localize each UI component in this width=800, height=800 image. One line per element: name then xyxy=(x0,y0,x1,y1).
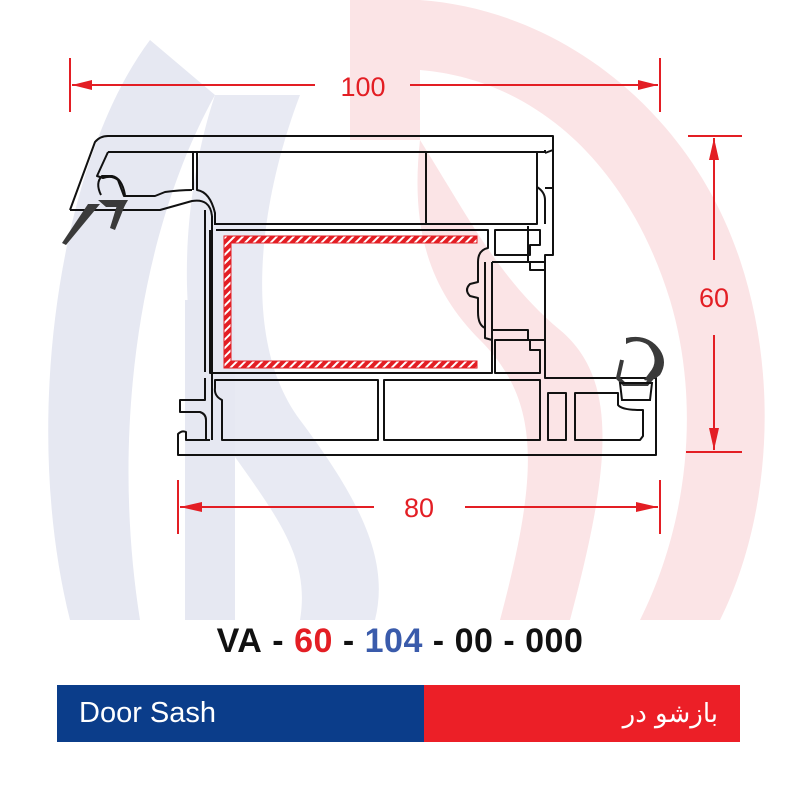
code-separator: - xyxy=(332,622,365,660)
dimension-label-80: 80 xyxy=(404,493,434,523)
dimension-width-100 xyxy=(69,58,661,112)
code-color: 000 xyxy=(525,622,584,660)
code-separator: - xyxy=(493,622,526,660)
title-bar-persian: بازشو در xyxy=(424,685,740,742)
gasket-right xyxy=(615,336,664,401)
code-separator: - xyxy=(422,622,455,660)
title-bar-english: Door Sash xyxy=(57,685,424,742)
code-profile-number: 104 xyxy=(364,622,423,660)
code-variant: 00 xyxy=(454,622,494,660)
dimension-width-80 xyxy=(177,480,661,534)
title-english: Door Sash xyxy=(79,697,217,729)
title-persian: بازشو در xyxy=(622,698,718,729)
dimension-label-100: 100 xyxy=(340,72,385,102)
code-series: VA xyxy=(216,622,263,660)
code-separator: - xyxy=(262,622,295,660)
dimension-label-60: 60 xyxy=(699,283,729,313)
gasket-left xyxy=(62,200,128,245)
dimension-height-60 xyxy=(686,135,742,453)
steel-reinforcement xyxy=(223,235,478,369)
watermark-logo xyxy=(48,0,765,620)
code-system-size: 60 xyxy=(294,622,333,660)
product-code: VA - 60 - 104 - 00 - 000 xyxy=(0,622,800,661)
sash-profile-outline xyxy=(69,135,657,456)
